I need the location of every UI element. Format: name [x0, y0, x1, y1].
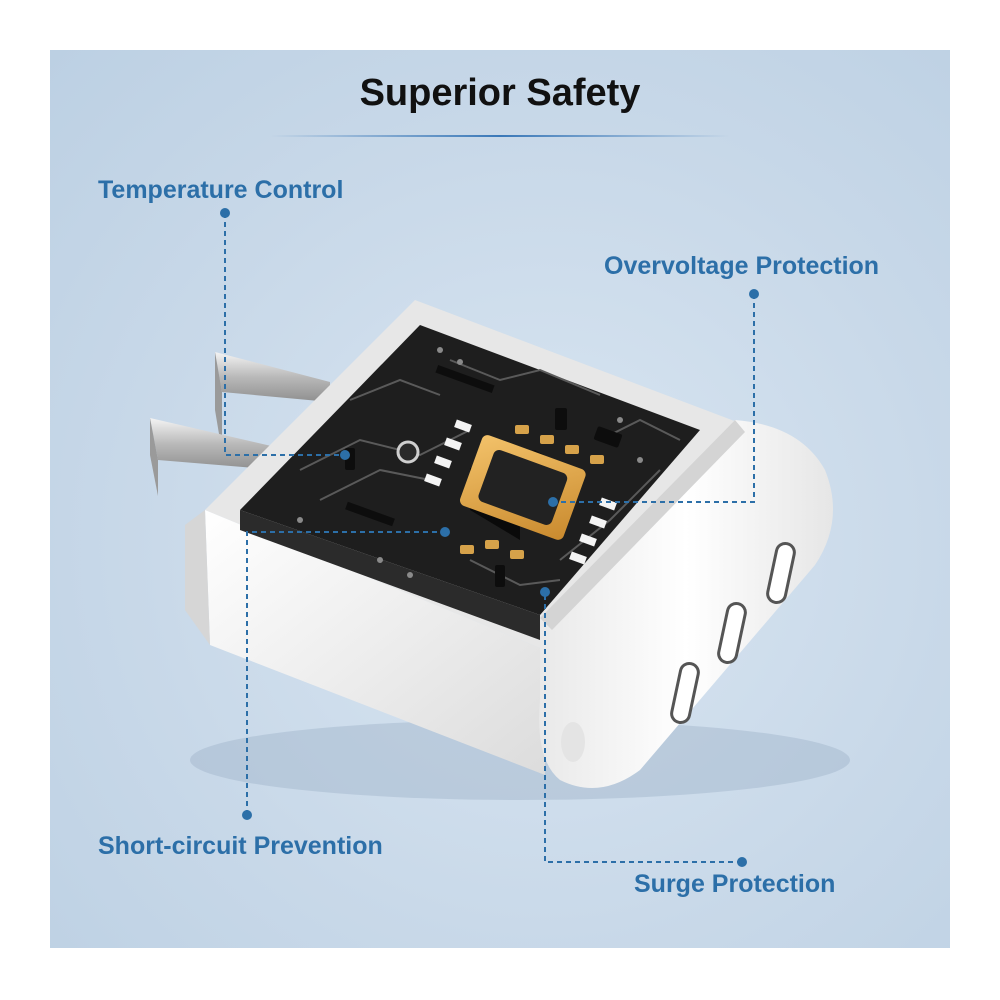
callout-overvoltage-protection: Overvoltage Protection [604, 252, 880, 280]
callout-leaders [224, 213, 755, 863]
main-chip [460, 435, 586, 540]
callout-short-circuit-prevention: Short-circuit Prevention [98, 832, 383, 860]
surge-dot [737, 857, 747, 867]
callout-surge-protection: Surge Protection [634, 870, 836, 898]
title-underline [270, 135, 730, 137]
short-circuit-dot [242, 810, 252, 820]
overvoltage-dot [749, 289, 759, 299]
page-title: Superior Safety [359, 72, 641, 114]
circuit-board [240, 325, 700, 640]
temperature-dot [220, 208, 230, 218]
usb-c-port [670, 541, 796, 725]
plug-prongs [150, 352, 330, 496]
charger-front-cap [539, 420, 833, 788]
callout-temperature-control: Temperature Control [98, 176, 344, 204]
